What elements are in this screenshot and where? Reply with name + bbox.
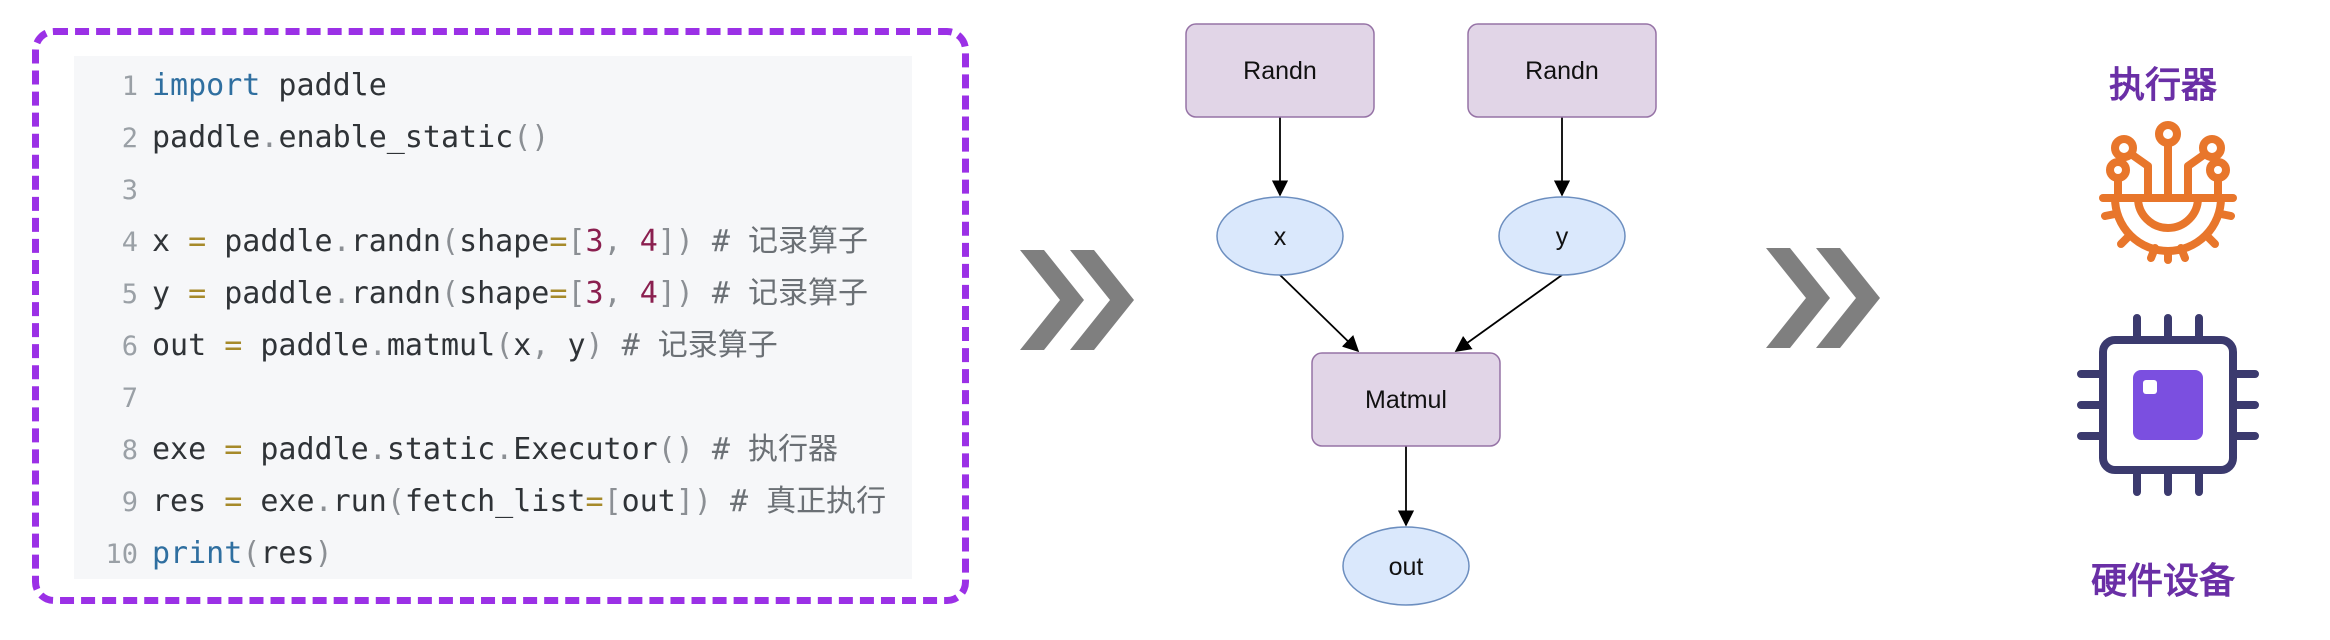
graph-node-matmul: Matmul (1311, 352, 1501, 447)
code-panel-border (32, 28, 969, 604)
code-line: 8 exe = paddle.static.Executor() # 执行器 (74, 424, 912, 476)
code-line: 4 x = paddle.randn(shape=[3, 4]) # 记录算子 (74, 216, 912, 268)
graph-edge (1279, 274, 1360, 353)
code-line: 10 print(res) (74, 528, 912, 580)
code-text: y = paddle.randn(shape=[3, 4]) # 记录算子 (152, 276, 869, 311)
line-number: 7 (121, 383, 138, 414)
graph-node-y: y (1498, 196, 1626, 276)
graph-node-randn-2: Randn (1467, 23, 1657, 118)
code-line: 9 res = exe.run(fetch_list=[out]) # 真正执行 (74, 476, 912, 528)
code-line: 5 y = paddle.randn(shape=[3, 4]) # 记录算子 (74, 268, 912, 320)
code-line: 7 (74, 372, 912, 424)
code-line: 1 import paddle (74, 60, 912, 112)
next-arrow-icon (1766, 248, 1880, 348)
device-label: 硬件设备 (2090, 561, 2235, 602)
node-label: x (1274, 223, 1287, 251)
code-line: 2 paddle.enable_static() (74, 112, 912, 164)
code-text: exe = paddle.static.Executor() # 执行器 (152, 432, 839, 467)
graph-node-randn-1: Randn (1185, 23, 1375, 118)
code-text: print(res) (152, 536, 333, 571)
executor-label: 执行器 (2108, 65, 2217, 106)
chip-icon (2077, 314, 2259, 496)
code-text: out = paddle.matmul(x, y) # 记录算子 (152, 328, 778, 363)
code-line: 3 (74, 164, 912, 216)
gear-circuit-icon (2099, 121, 2237, 264)
line-number: 10 (105, 539, 138, 570)
next-arrow-icon (1020, 250, 1134, 350)
graph-node-x: x (1216, 196, 1344, 276)
line-number: 3 (121, 175, 138, 206)
line-number: 2 (121, 123, 138, 154)
node-label: Randn (1525, 57, 1599, 85)
node-label: Randn (1243, 57, 1317, 85)
graph-node-out: out (1342, 526, 1470, 606)
node-label: y (1556, 223, 1569, 251)
node-label: Matmul (1365, 386, 1447, 414)
graph-edge (1454, 274, 1563, 352)
code-text: paddle.enable_static() (152, 120, 550, 155)
code-text: res = exe.run(fetch_list=[out]) # 真正执行 (152, 484, 887, 519)
line-number: 6 (121, 331, 138, 362)
line-number: 5 (121, 279, 138, 310)
line-number: 9 (121, 487, 138, 518)
code-line: 6 out = paddle.matmul(x, y) # 记录算子 (74, 320, 912, 372)
line-number: 4 (121, 227, 138, 258)
line-number: 1 (121, 71, 138, 102)
code-text: x = paddle.randn(shape=[3, 4]) # 记录算子 (152, 224, 869, 259)
line-number: 8 (121, 435, 138, 466)
node-label: out (1389, 553, 1424, 581)
code-text: import paddle (152, 68, 387, 103)
